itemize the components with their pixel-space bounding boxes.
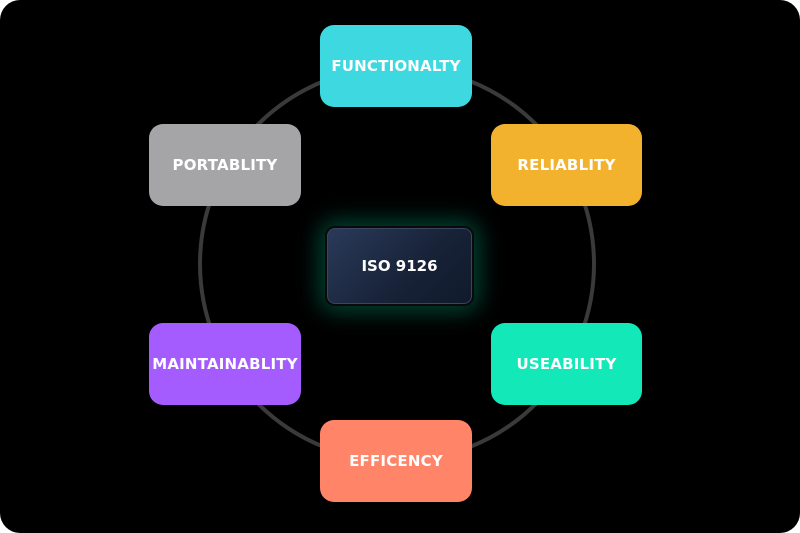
node-portability-label: PORTABLITY <box>172 156 278 174</box>
node-functionality-label: FUNCTIONALTY <box>331 57 461 75</box>
center-node-label: ISO 9126 <box>361 257 438 275</box>
node-reliability-label: RELIABLITY <box>517 156 616 174</box>
node-maintainability-label: MAINTAINABLITY <box>152 355 298 373</box>
node-reliability: RELIABLITY <box>491 124 642 206</box>
node-useability: USEABILITY <box>491 323 642 405</box>
node-useability-label: USEABILITY <box>516 355 617 373</box>
node-portability: PORTABLITY <box>149 124 301 206</box>
node-efficiency-label: EFFICENCY <box>349 452 443 470</box>
node-maintainability: MAINTAINABLITY <box>149 323 301 405</box>
node-functionality: FUNCTIONALTY <box>320 25 472 107</box>
center-node-iso-9126: ISO 9126 <box>325 226 474 306</box>
node-efficiency: EFFICENCY <box>320 420 472 502</box>
